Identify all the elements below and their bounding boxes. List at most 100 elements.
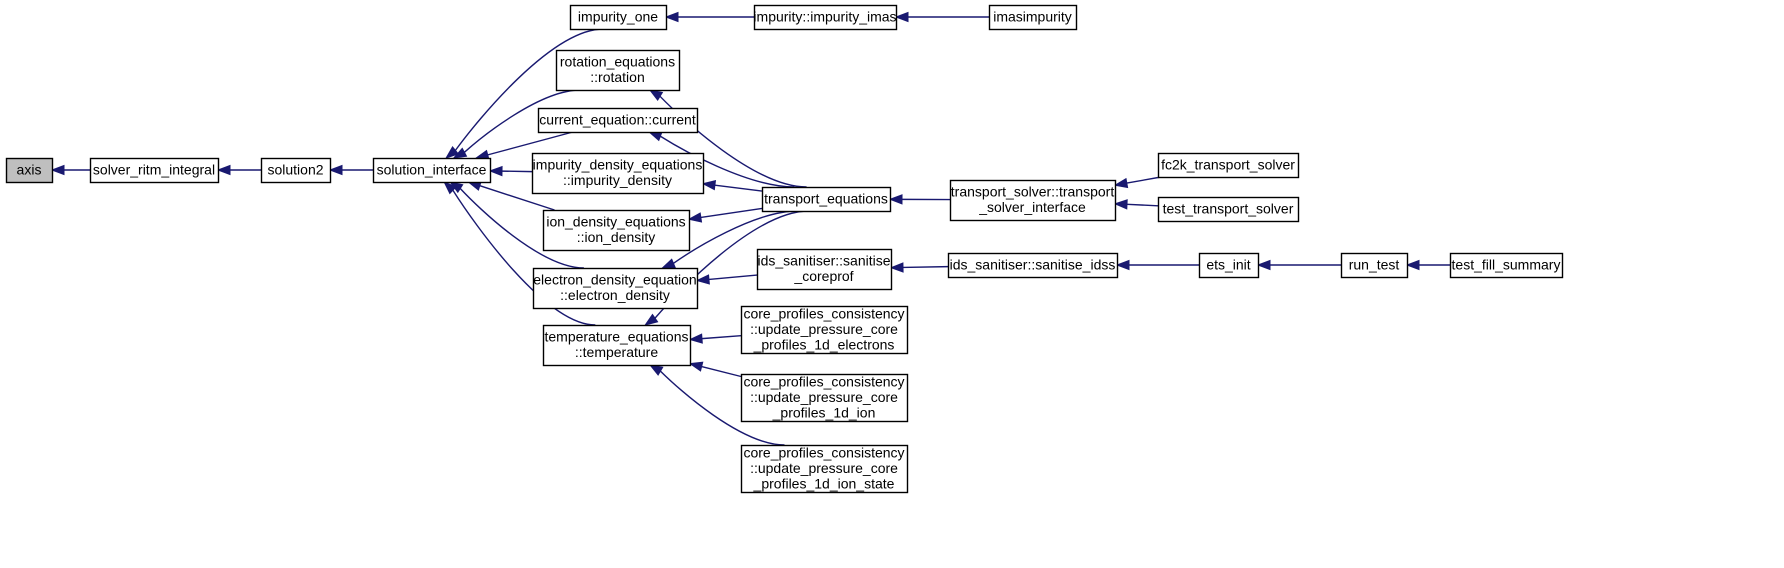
node-electron-density[interactable]: electron_density_equation::electron_dens…	[532, 267, 699, 310]
edge-rotation-to-solution-interface	[452, 89, 581, 159]
node-sanitise-coreprof[interactable]: ids_sanitiser::sanitise_coreprof	[756, 248, 893, 291]
edge-upc-electrons-to-temperature	[688, 333, 742, 344]
node-test-fill-summary[interactable]: test_fill_summary	[1449, 252, 1564, 279]
node-fc2k-transport-solver[interactable]: fc2k_transport_solver	[1157, 152, 1300, 179]
node-impurity-imas[interactable]: impurity::impurity_imas	[753, 4, 898, 31]
arrow-head-icon	[894, 11, 909, 23]
arrow-head-icon	[695, 274, 710, 285]
node-box	[542, 209, 691, 252]
node-label: _profiles_1d_electrons	[753, 336, 895, 352]
node-box	[531, 152, 705, 195]
edge-line	[673, 210, 798, 264]
node-label: ::electron_density	[560, 287, 670, 303]
arrow-head-icon	[1113, 177, 1129, 189]
edge-line	[708, 274, 758, 281]
node-label: impurity_density_equations	[533, 157, 703, 173]
edge-line	[463, 89, 581, 153]
node-label: _coreprof	[793, 268, 853, 284]
node-label: ::update_pressure_core	[750, 389, 898, 405]
edge-line	[1126, 203, 1159, 207]
arrow-head-icon	[216, 164, 231, 176]
node-label: _profiles_1d_ion	[772, 404, 876, 420]
node-box	[1157, 196, 1300, 223]
node-test-transport-solver[interactable]: test_transport_solver	[1157, 196, 1300, 223]
node-solver-ritm-integral[interactable]: solver_ritm_integral	[89, 157, 220, 184]
edge-transport-equations-to-impurity-density	[701, 180, 763, 192]
node-label: run_test	[1349, 256, 1400, 272]
node-ets-init[interactable]: ets_init	[1198, 252, 1260, 279]
node-current[interactable]: current_equation::current	[537, 107, 699, 134]
arrow-head-icon	[452, 147, 468, 159]
edge-line	[659, 95, 807, 188]
node-box	[740, 444, 909, 494]
node-box	[532, 267, 699, 310]
arrow-head-icon	[644, 313, 659, 326]
edge-transport-solver-interface-to-transport-equations	[888, 194, 951, 205]
edge-line	[459, 188, 584, 269]
arrow-head-icon	[687, 212, 703, 223]
node-label: impurity_one	[578, 8, 658, 24]
node-temperature[interactable]: temperature_equations::temperature	[542, 324, 692, 367]
node-box	[5, 157, 54, 184]
node-label: solver_ritm_integral	[93, 161, 215, 177]
node-label: core_profiles_consistency	[743, 444, 904, 460]
edge-sanitise-idss-to-sanitise-coreprof	[889, 262, 949, 273]
node-label: solution2	[267, 161, 323, 177]
edge-transport-equations-to-electron-density	[661, 210, 798, 269]
node-label: ion_density_equations	[546, 214, 685, 230]
node-rotation[interactable]: rotation_equations::rotation	[555, 49, 681, 92]
node-box	[761, 186, 892, 213]
node-label: ::ion_density	[577, 229, 656, 245]
node-box	[89, 157, 220, 184]
edge-transport-equations-to-ion-density	[687, 207, 763, 223]
node-box	[1198, 252, 1260, 279]
node-ion-density[interactable]: ion_density_equations::ion_density	[542, 209, 691, 252]
node-label: test_transport_solver	[1163, 200, 1294, 216]
node-upc-ion-state[interactable]: core_profiles_consistency::update_pressu…	[740, 444, 909, 494]
node-impurity-density[interactable]: impurity_density_equations::impurity_den…	[531, 152, 705, 195]
arrow-head-icon	[1113, 199, 1128, 210]
arrow-head-icon	[889, 262, 904, 273]
node-impurity-one[interactable]: impurity_one	[569, 4, 668, 31]
node-sanitise-idss[interactable]: ids_sanitiser::sanitise_idss	[947, 252, 1119, 279]
edge-fc2k-transport-solver-to-transport-solver-interface	[1113, 176, 1162, 189]
edge-line	[487, 131, 574, 156]
node-upc-electrons[interactable]: core_profiles_consistency::update_pressu…	[740, 305, 909, 355]
node-box	[947, 252, 1119, 279]
node-box	[756, 248, 893, 291]
edge-line	[452, 189, 596, 326]
node-box	[1449, 252, 1564, 279]
node-box	[1157, 152, 1300, 179]
node-box	[740, 373, 909, 423]
node-transport-solver-interface[interactable]: transport_solver::transport_solver_inter…	[949, 179, 1117, 222]
edge-solver-ritm-integral-to-axis	[50, 164, 90, 176]
edge-test-fill-summary-to-run-test	[1405, 259, 1450, 271]
edge-imasimpurity-to-impurity-imas	[894, 11, 989, 23]
edge-line	[701, 335, 742, 340]
edge-solution2-to-solver-ritm-integral	[216, 164, 261, 176]
node-box	[569, 4, 668, 31]
node-solution2[interactable]: solution2	[260, 157, 332, 184]
arrow-head-icon	[647, 131, 663, 142]
node-label: fc2k_transport_solver	[1161, 156, 1295, 172]
edge-line	[659, 370, 785, 446]
edges-layer	[50, 11, 1450, 446]
node-axis[interactable]: axis	[5, 157, 54, 184]
node-label: ::update_pressure_core	[750, 460, 898, 476]
arrow-head-icon	[648, 364, 664, 376]
node-imasimpurity[interactable]: imasimpurity	[988, 4, 1078, 31]
node-box	[555, 49, 681, 92]
edge-impurity-density-to-solution-interface	[488, 165, 533, 177]
node-label: impurity::impurity_imas	[753, 8, 896, 24]
node-transport-equations[interactable]: transport_equations	[761, 186, 892, 213]
node-upc-ion[interactable]: core_profiles_consistency::update_pressu…	[740, 373, 909, 423]
node-label: transport_equations	[764, 190, 888, 206]
arrow-head-icon	[50, 164, 65, 176]
node-solution-interface[interactable]: solution_interface	[372, 157, 492, 184]
node-label: ::temperature	[575, 344, 658, 360]
node-run-test[interactable]: run_test	[1340, 252, 1409, 279]
edge-transport-equations-to-current	[647, 131, 795, 188]
node-label: ::update_pressure_core	[750, 321, 898, 337]
edge-temperature-to-solution-interface	[443, 181, 596, 326]
